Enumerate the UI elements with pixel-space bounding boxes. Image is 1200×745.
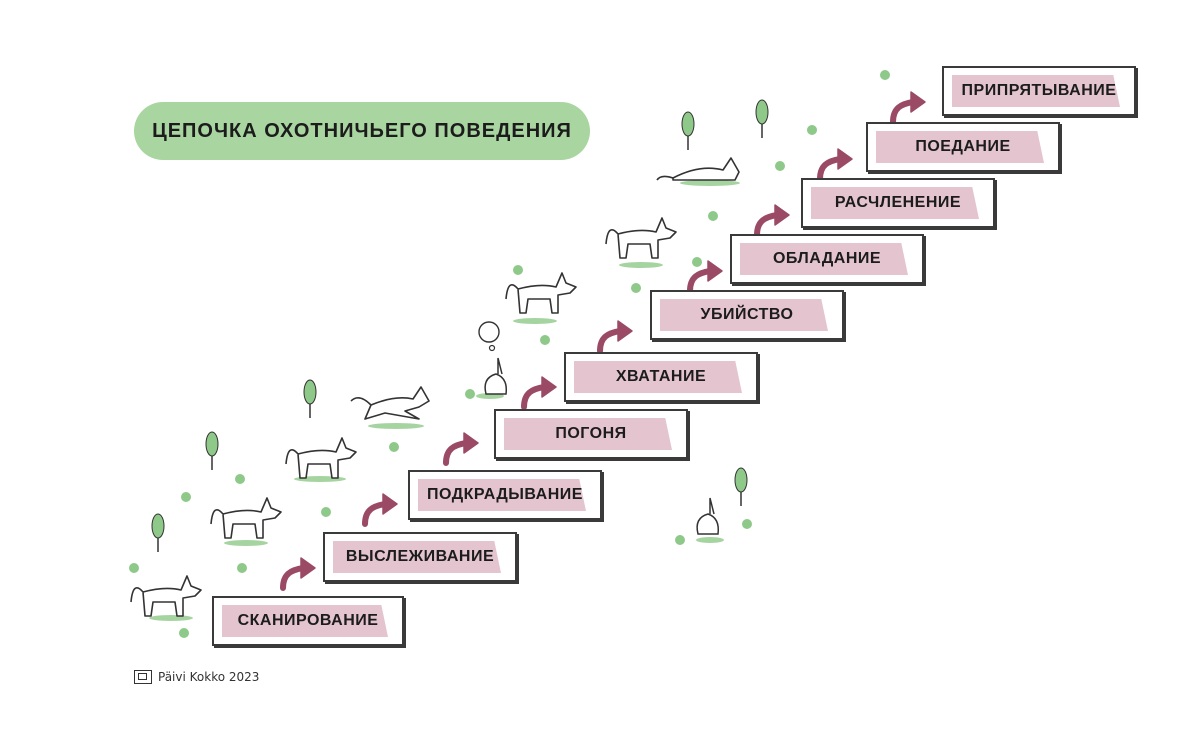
arrow-icon xyxy=(362,501,388,527)
tree-icon xyxy=(681,111,695,137)
arrow-head-icon xyxy=(837,148,853,170)
arrow-icon xyxy=(597,328,623,354)
step-label: РАСЧЛЕНЕНИЕ xyxy=(834,194,962,211)
dog-icon xyxy=(285,437,357,479)
step-possessing: ОБЛАДАНИЕ xyxy=(730,234,924,284)
grass-icon xyxy=(389,442,399,452)
arrow-icon xyxy=(890,99,916,125)
grass-icon xyxy=(742,519,752,529)
dog-icon xyxy=(130,575,202,617)
step-fill xyxy=(222,605,388,637)
step-fill xyxy=(811,187,979,219)
dog-icon xyxy=(505,272,577,314)
grass-icon xyxy=(237,563,247,573)
arrow-head-icon xyxy=(617,320,633,342)
step-label: ПРИПРЯТЫВАНИЕ xyxy=(961,82,1117,99)
dog-icon xyxy=(350,386,430,420)
arrow-icon xyxy=(521,384,547,410)
grass-icon xyxy=(708,211,718,221)
step-caching: ПРИПРЯТЫВАНИЕ xyxy=(942,66,1136,116)
tree-icon xyxy=(303,379,317,405)
arrow-icon xyxy=(280,565,306,591)
step-label: ПОГОНЯ xyxy=(555,425,627,442)
step-scanning: СКАНИРОВАНИЕ xyxy=(212,596,404,646)
step-fill xyxy=(876,131,1044,163)
arrow-head-icon xyxy=(300,557,316,579)
ground-shadow xyxy=(368,423,424,429)
grass-icon xyxy=(181,492,191,502)
arrow-head-icon xyxy=(774,204,790,226)
dog-icon xyxy=(656,157,740,181)
ground-shadow xyxy=(680,180,740,186)
grass-icon xyxy=(235,474,245,484)
step-fill xyxy=(418,479,586,511)
step-fill xyxy=(574,361,742,393)
tree-icon xyxy=(205,431,219,457)
arrow-head-icon xyxy=(707,260,723,282)
tree-icon xyxy=(151,513,165,539)
ground-shadow xyxy=(149,615,193,621)
grass-icon xyxy=(321,507,331,517)
step-fill xyxy=(952,75,1120,107)
step-label: УБИЙСТВО xyxy=(700,306,794,323)
thought-dot xyxy=(488,344,496,352)
grass-icon xyxy=(775,161,785,171)
step-dissecting: РАСЧЛЕНЕНИЕ xyxy=(801,178,995,228)
step-label: ХВАТАНИЕ xyxy=(615,368,707,385)
arrow-head-icon xyxy=(541,376,557,398)
step-label: ВЫСЛЕЖИВАНИЕ xyxy=(345,548,495,565)
grass-icon xyxy=(807,125,817,135)
arrow-icon xyxy=(443,440,469,466)
arrow-icon xyxy=(687,268,713,294)
tree-icon xyxy=(734,467,748,493)
arrow-icon xyxy=(754,212,780,238)
step-label: ПОЕДАНИЕ xyxy=(915,138,1011,155)
tree-icon xyxy=(755,99,769,125)
diagram-title: ЦЕПОЧКА ОХОТНИЧЬЕГО ПОВЕДЕНИЯ xyxy=(152,119,572,142)
grass-icon xyxy=(675,535,685,545)
ground-shadow xyxy=(619,262,663,268)
title-banner: ЦЕПОЧКА ОХОТНИЧЬЕГО ПОВЕДЕНИЯ xyxy=(134,102,590,160)
step-fill xyxy=(504,418,672,450)
grass-icon xyxy=(465,389,475,399)
step-chasing: ПОГОНЯ xyxy=(494,409,688,459)
grass-icon xyxy=(631,283,641,293)
grass-icon xyxy=(692,257,702,267)
credit-text: Päivi Kokko 2023 xyxy=(158,670,260,684)
grass-icon xyxy=(129,563,139,573)
dog-icon xyxy=(210,497,282,539)
step-fill xyxy=(660,299,828,331)
arrow-head-icon xyxy=(910,91,926,113)
step-stalking: ПОДКРАДЫВАНИЕ xyxy=(408,470,602,520)
dog-icon xyxy=(605,217,677,259)
rabbit-icon xyxy=(484,357,508,395)
ground-shadow xyxy=(513,318,557,324)
step-grabbing: ХВАТАНИЕ xyxy=(564,352,758,402)
credit: Päivi Kokko 2023 xyxy=(134,667,259,687)
grass-icon xyxy=(880,70,890,80)
thought-bubble-icon xyxy=(478,321,500,343)
step-label: ОБЛАДАНИЕ xyxy=(772,250,882,267)
step-fill xyxy=(740,243,908,275)
step-tracking: ВЫСЛЕЖИВАНИЕ xyxy=(323,532,517,582)
grass-icon xyxy=(179,628,189,638)
step-label: СКАНИРОВАНИЕ xyxy=(237,612,379,629)
step-label: ПОДКРАДЫВАНИЕ xyxy=(427,486,583,503)
signature-logo-icon xyxy=(134,670,152,684)
step-fill xyxy=(333,541,501,573)
arrow-head-icon xyxy=(463,432,479,454)
arrow-head-icon xyxy=(382,493,398,515)
ground-shadow xyxy=(696,537,724,543)
grass-icon xyxy=(513,265,523,275)
ground-shadow xyxy=(224,540,268,546)
arrow-icon xyxy=(817,156,843,182)
grass-icon xyxy=(540,335,550,345)
rabbit-icon xyxy=(696,497,720,535)
step-killing: УБИЙСТВО xyxy=(650,290,844,340)
step-eating: ПОЕДАНИЕ xyxy=(866,122,1060,172)
